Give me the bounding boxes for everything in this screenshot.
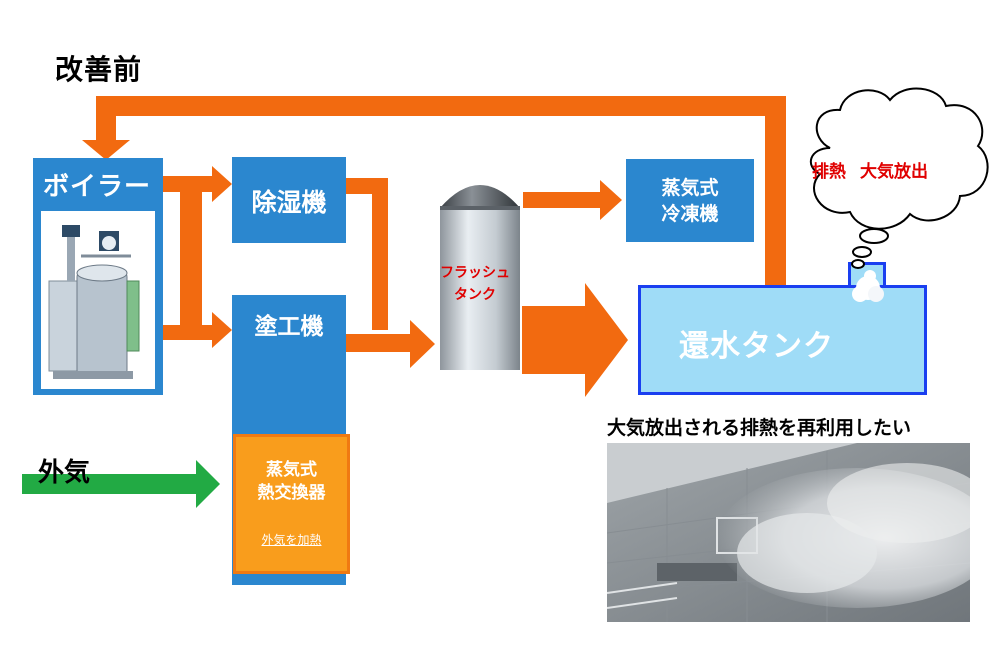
boiler-to-dehumidifier-arrow	[163, 166, 232, 202]
flash-tank-line1: フラッシュ	[440, 265, 510, 281]
chiller-label: 蒸気式 冷凍機	[626, 175, 754, 227]
flash-tank-line2: タンク	[454, 287, 496, 303]
atmospheric-release-label: 大気放出	[860, 162, 928, 182]
exhaust-steam-photo	[607, 443, 970, 622]
chiller-line2: 冷凍機	[661, 203, 719, 225]
flash-to-chiller-arrow	[523, 180, 622, 220]
flash-tank-vessel	[440, 185, 520, 370]
flash-to-tank-arrow	[522, 283, 628, 397]
steam-puff	[852, 270, 884, 302]
heat-exchanger-label: 蒸気式 熱交換器	[236, 459, 347, 505]
return-loop-arrow	[82, 96, 786, 288]
dehumidifier-label: 除湿機	[251, 188, 327, 217]
heat-exchanger-line1: 蒸気式	[266, 460, 317, 480]
outside-air-label: 外気	[38, 458, 91, 488]
coater-to-flash-arrow	[346, 320, 435, 368]
chiller-line1: 蒸気式	[661, 177, 719, 199]
return-tank-label: 還水タンク	[679, 329, 834, 364]
chiller-box: 蒸気式 冷凍機	[626, 159, 754, 242]
dehumidifier-outflow	[346, 178, 388, 330]
heat-exchanger-note: 外気を加熱	[261, 533, 322, 547]
heat-exchanger-box: 蒸気式 熱交換器 外気を加熱	[233, 434, 350, 574]
photo-caption: 大気放出される排熱を再利用したい	[607, 417, 912, 439]
boiler-image	[41, 211, 155, 389]
coater-label: 塗工機	[254, 314, 324, 340]
exhaust-label: 排熱	[812, 162, 846, 182]
exhaust-cloud-text: 排熱大気放出	[812, 157, 942, 182]
flash-tank-label: フラッシュ タンク	[430, 262, 520, 306]
boiler-to-coater-arrow	[163, 312, 232, 348]
return-tank-box: 還水タンク	[638, 285, 927, 395]
page-title: 改善前	[55, 53, 143, 86]
outside-air-arrow	[22, 460, 220, 508]
exhaust-cloud	[809, 87, 989, 269]
boiler-box: ボイラー	[33, 158, 163, 395]
dehumidifier-box: 除湿機	[232, 157, 346, 243]
boiler-trunk	[180, 190, 202, 325]
heat-exchanger-line2: 熱交換器	[257, 483, 326, 503]
boiler-label: ボイラー	[43, 172, 152, 202]
